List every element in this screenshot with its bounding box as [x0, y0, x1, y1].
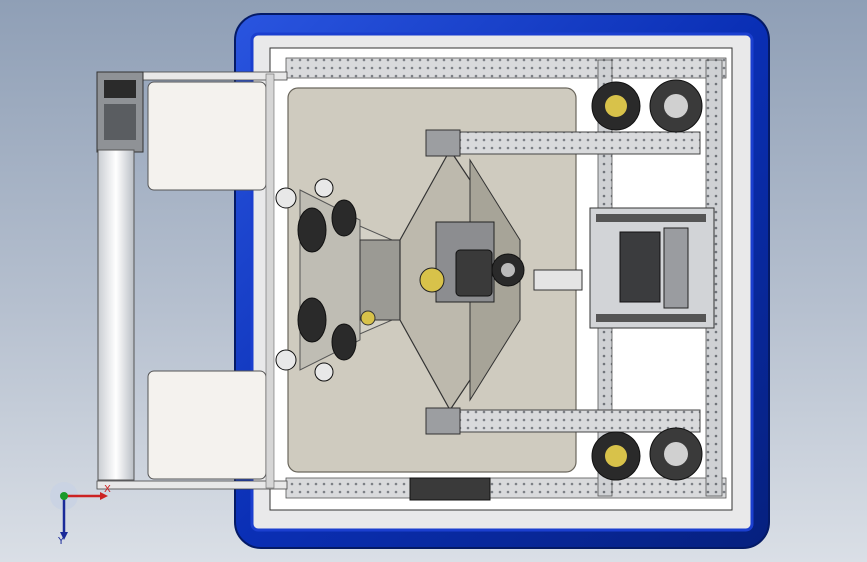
central-mechanism — [399, 148, 525, 412]
gearbox — [533, 207, 715, 329]
wheel-cluster — [275, 178, 401, 382]
bottom-gear-strip — [409, 477, 491, 501]
intake-arm — [96, 71, 288, 490]
x-axis-label: X — [104, 484, 111, 495]
corner-wheels — [591, 79, 703, 481]
upper-rail — [425, 129, 701, 435]
y-axis-label: Y — [57, 536, 65, 546]
coordinate-triad: X Y — [50, 482, 111, 546]
top-channel — [285, 57, 727, 499]
z-axis-dot — [60, 492, 68, 500]
